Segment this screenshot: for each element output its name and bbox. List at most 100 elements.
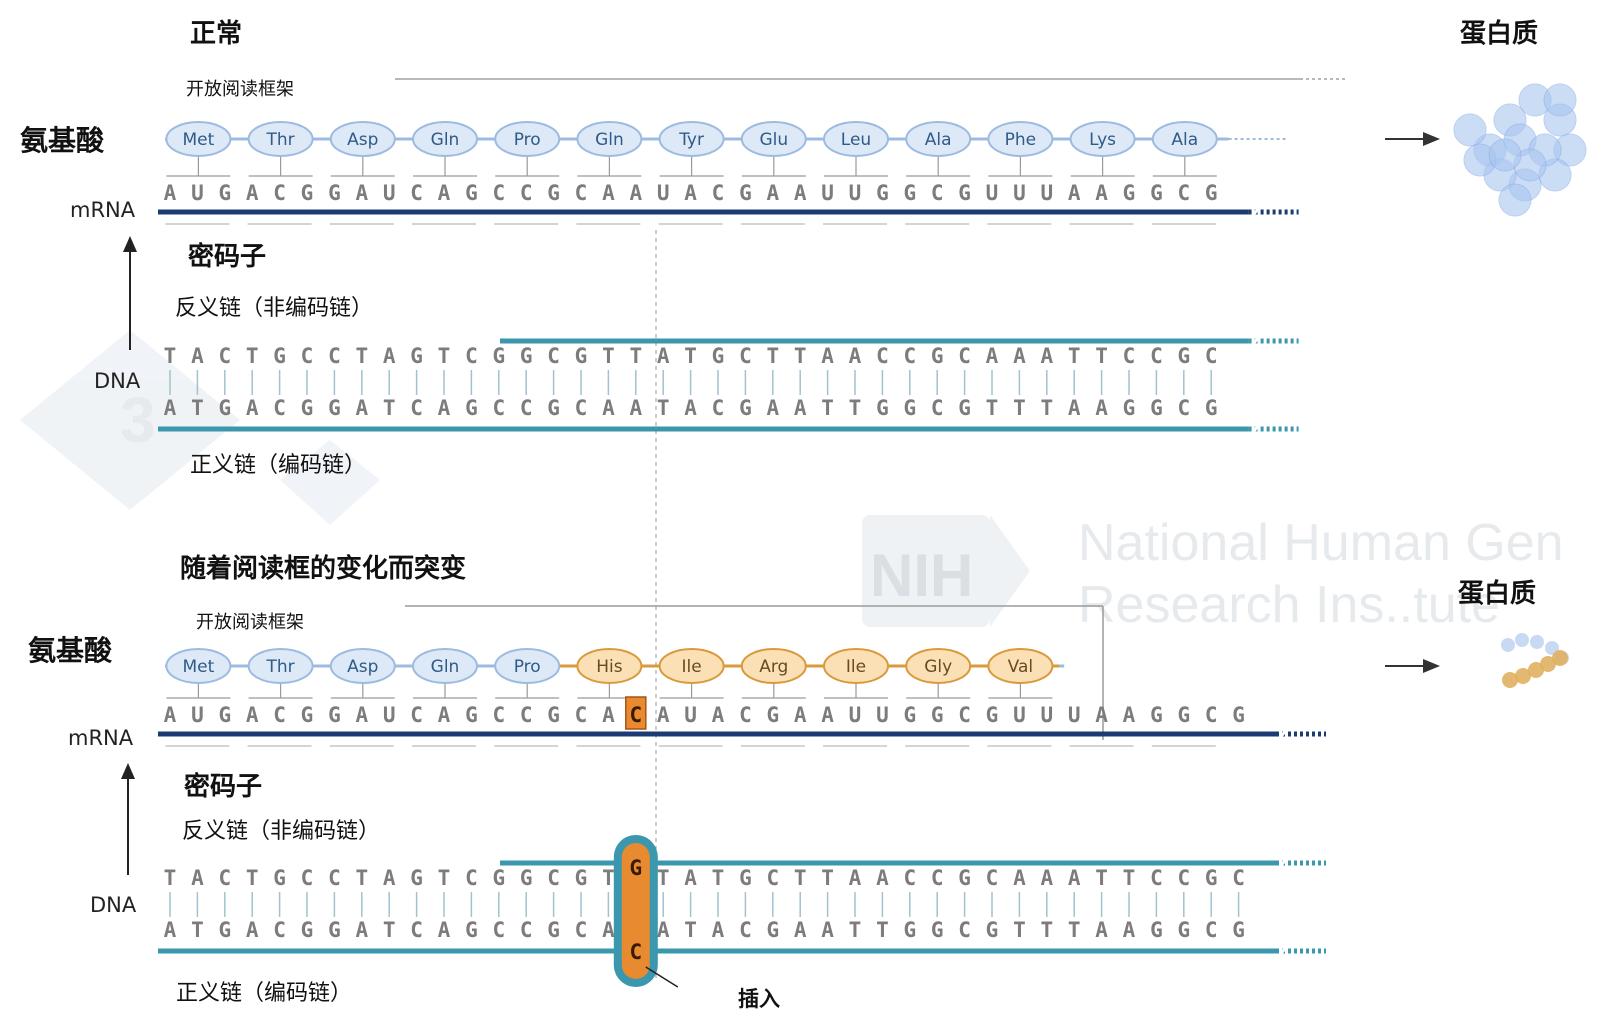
mutant-dna-top-base: G <box>739 866 752 890</box>
normal-dna-top-base: T <box>602 344 615 368</box>
normal-dna-bottom-base: G <box>739 396 752 420</box>
normal-mrna-base: A <box>164 181 177 205</box>
normal-dna-top-base: G <box>492 344 505 368</box>
normal-dna-bottom-base: G <box>218 396 231 420</box>
normal-protein-blob <box>1453 83 1587 217</box>
mutant-dna-top-base: C <box>766 866 779 890</box>
mutant-amino-acid-bubble <box>740 648 807 684</box>
mutant-dna-bottom-base: G <box>986 918 999 942</box>
mutant-dna-bottom-base: G <box>218 918 231 942</box>
mutant-dna-top-base: T <box>712 866 725 890</box>
mutant-dna-bottom-base: G <box>903 918 916 942</box>
mutant-mrna-base: U <box>876 703 889 727</box>
normal-dna-top-base: A <box>849 344 862 368</box>
normal-mrna-base: A <box>602 181 615 205</box>
mutant-amino-acid-bubble <box>905 648 972 684</box>
normal-amino-acid-gln: Gln <box>595 130 624 150</box>
normal-amino-acid-bubble <box>823 121 889 157</box>
normal-amino-acid-leu: Leu <box>841 130 871 150</box>
normal-mrna-backbone-break <box>1249 205 1262 219</box>
mutant-protein-residue <box>1515 633 1529 647</box>
mutant-mrna-base: G <box>547 703 560 727</box>
normal-dna-top-base: T <box>1068 344 1081 368</box>
insertion-pointer <box>645 966 679 988</box>
mutant-mrna-base: A <box>1095 703 1108 727</box>
normal-dna-top-base: T <box>246 344 259 368</box>
normal-dna-bottom-base: G <box>903 396 916 420</box>
normal-mrna-base: A <box>684 181 697 205</box>
normal-dna-bottom-base: T <box>849 396 862 420</box>
mutant-mrna-base: G <box>1177 703 1190 727</box>
watermark-badge-shape <box>20 330 240 510</box>
normal-mrna-base: A <box>794 181 807 205</box>
normal-dna-top-base: C <box>547 344 560 368</box>
watermark-logo-box <box>862 515 990 627</box>
mutant-dna-top-base: T <box>602 866 615 890</box>
mutant-mrna-base: A <box>657 703 670 727</box>
mutant-dna-bottom-base: G <box>1232 918 1245 942</box>
mutant-orf-label: 开放阅读框架 <box>196 612 304 633</box>
mutant-amino-acid-bubble <box>658 648 725 684</box>
mutant-dna-top-base: C <box>301 866 314 890</box>
normal-dna-bottom-base: C <box>931 396 944 420</box>
mutant-dna-bottom-base: A <box>794 918 807 942</box>
mutant-dna-top-base: T <box>246 866 259 890</box>
normal-amino-acid-bubble <box>905 121 972 157</box>
mutant-amino-acid-thr: Thr <box>266 657 295 677</box>
mutant-amino-acid-bubble <box>165 648 232 684</box>
normal-amino-acid-ala: Ala <box>1171 130 1198 150</box>
normal-mrna-base: C <box>273 181 286 205</box>
inserted-dna-top-base: G <box>629 856 642 880</box>
mutant-dna-sense-backbone-break <box>1276 944 1290 958</box>
mutant-dna-bottom-base: G <box>931 918 944 942</box>
mutant-dna-bottom-base: G <box>1150 918 1163 942</box>
normal-mrna-base: A <box>1068 181 1081 205</box>
mutant-mrna-base: G <box>931 703 944 727</box>
inserted-dna-bottom-base: C <box>629 940 642 964</box>
mutant-mrna-base: G <box>1150 703 1163 727</box>
normal-dna-top-base: C <box>1150 344 1163 368</box>
normal-amino-acid-pro: Pro <box>514 130 541 150</box>
mutant-protein-residue-mutated <box>1540 656 1556 672</box>
normal-mrna-base: U <box>191 181 204 205</box>
mutant-protein-blob <box>1501 633 1569 688</box>
normal-amino-acid-bubble <box>412 121 478 157</box>
normal-dna-bottom-base: G <box>876 396 889 420</box>
mutant-panel: 随着阅读框的变化而突变 蛋白质 开放阅读框架 氨基酸 mRNA 密码子 反义链（… <box>28 553 1569 1011</box>
mutant-amino-acid-gln: Gln <box>431 657 460 677</box>
mutant-mrna-base: A <box>246 703 259 727</box>
watermark-badge-text: 3 <box>120 384 156 456</box>
mutant-codon-label: 密码子 <box>184 771 262 802</box>
mutant-mrna-base: U <box>684 703 697 727</box>
mutant-translation-arrow-head <box>1423 659 1440 673</box>
normal-dna-sense-backbone-break <box>1249 422 1262 436</box>
mutant-amino-acid-bubble <box>987 648 1054 684</box>
mutant-dna-bottom-base: A <box>602 918 615 942</box>
mutant-dna-top-base: C <box>903 866 916 890</box>
normal-amino-acid-asp: Asp <box>347 130 378 150</box>
normal-dna-bottom-base: C <box>712 396 725 420</box>
mutant-mrna-label: mRNA <box>68 726 134 750</box>
mutant-amino-acid-bubble <box>494 648 561 684</box>
mutant-amino-acid-pro: Pro <box>514 657 541 677</box>
mutant-mrna-base: G <box>986 703 999 727</box>
normal-dna-top-base: G <box>931 344 944 368</box>
mutant-dna-top-base: C <box>328 866 341 890</box>
normal-dna-bottom-base: A <box>1068 396 1081 420</box>
insertion-label: 插入 <box>738 986 780 1011</box>
normal-mrna-base: C <box>931 181 944 205</box>
normal-dna-top-base: A <box>1040 344 1053 368</box>
normal-mrna-base: A <box>355 181 368 205</box>
normal-amino-acid-bubble <box>165 121 232 157</box>
normal-dna-bottom-base: T <box>986 396 999 420</box>
mutant-dna-top-base: G <box>1205 866 1218 890</box>
normal-dna-bottom-base: C <box>520 396 533 420</box>
normal-mrna-base: G <box>1123 181 1136 205</box>
mutant-protein-residue-mutated <box>1515 668 1531 684</box>
normal-amino-acid-bubble <box>1069 121 1136 157</box>
normal-dna-bottom-base: C <box>492 396 505 420</box>
normal-amino-acid-lys: Lys <box>1089 130 1116 150</box>
normal-dna-top-base: A <box>383 344 396 368</box>
normal-dna-bottom-base: A <box>684 396 697 420</box>
normal-amino-acid-glu: Glu <box>759 130 788 150</box>
